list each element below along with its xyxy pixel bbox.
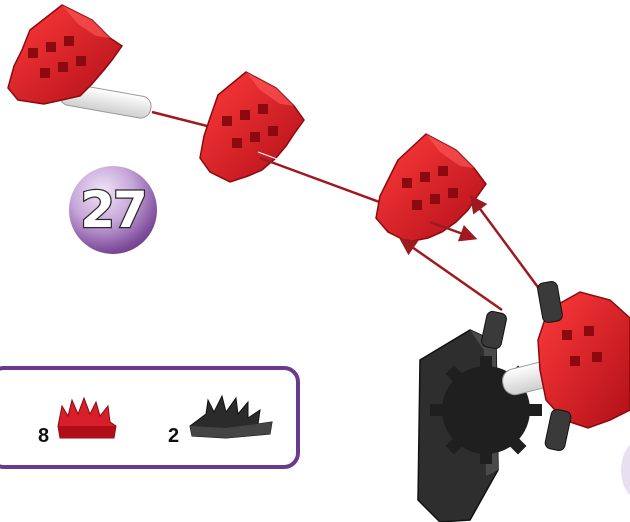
parts-list-box: 8 2: [0, 366, 300, 469]
red-connector-with-rod: [8, 5, 153, 120]
black-gear-connector-icon: [186, 392, 276, 442]
red-connector-right: [376, 134, 486, 242]
red-connector-bottom-right: [537, 281, 630, 452]
arrow-line: [152, 112, 215, 128]
step-number: 27: [80, 185, 146, 235]
arrow-line: [402, 240, 502, 310]
arrow-line: [260, 158, 382, 203]
part-quantity: 8: [38, 425, 49, 448]
red-gear-connector-icon: [56, 392, 118, 442]
arrow-highlight: [258, 152, 380, 197]
part-quantity: 2: [168, 425, 179, 448]
red-connector-middle: [200, 72, 304, 182]
arrow-line: [472, 198, 540, 290]
step-number-badge: 27: [69, 166, 157, 254]
